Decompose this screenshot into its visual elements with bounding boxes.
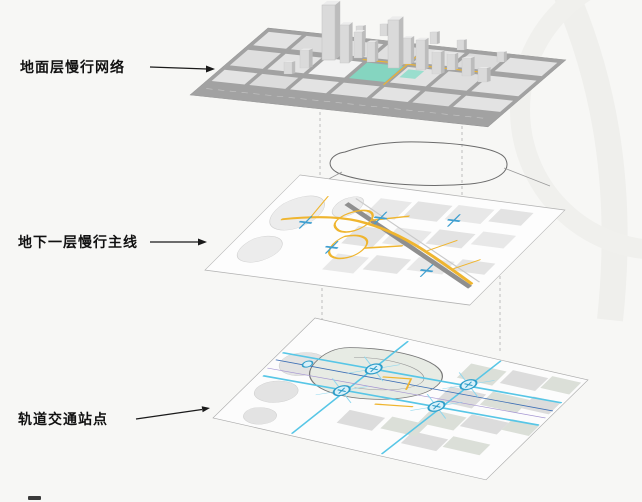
building: [496, 51, 507, 63]
underground-map-surface: [204, 174, 566, 306]
slow-link: [382, 376, 413, 390]
transit-stations-layer-map: [212, 317, 589, 481]
callout-stations-layer-text: 轨道交通站点: [18, 411, 108, 427]
rail-corridor-edge: [355, 198, 481, 283]
arrow-to-ground-layer: [149, 65, 215, 73]
station-slow-links: [374, 376, 414, 408]
city-block: [362, 255, 412, 274]
callout-arrows: [135, 65, 215, 420]
city-block: [363, 198, 412, 220]
city-block: [418, 409, 467, 431]
mainline-branch: [452, 259, 481, 270]
callout-ground-layer-text: 地面层慢行网络: [20, 59, 125, 75]
background-swoosh: [554, 0, 628, 322]
station-marker: [301, 360, 314, 368]
park-block: [399, 69, 425, 79]
station-markers: [301, 360, 478, 412]
city-block: [229, 49, 281, 69]
transit-line-blue: [275, 359, 554, 412]
mainline-branch: [309, 195, 329, 219]
transit-line-purple: [267, 367, 546, 419]
city-block: [336, 409, 386, 431]
sketch-leader-right: [503, 167, 551, 187]
callout-underground-layer-text: 地下一层慢行主线: [18, 234, 138, 250]
underground-layer-map: [204, 174, 566, 306]
background-arc: [510, 0, 642, 259]
building: [366, 40, 379, 63]
underground-slow-mainline: [280, 195, 481, 285]
mainline-spine: [280, 216, 474, 285]
building-second-tower: [387, 16, 404, 69]
underground-node-crosses: [298, 211, 461, 277]
city-block: [412, 91, 462, 107]
boulevard-lane-marking: [205, 88, 489, 120]
callout-ground-layer: 地面层慢行网络: [20, 59, 125, 75]
building: [431, 50, 445, 75]
building: [353, 29, 366, 59]
ground-layer-map: [189, 0, 567, 128]
city-block: [380, 416, 428, 437]
city-block: [470, 231, 517, 249]
city-block: [488, 208, 534, 226]
city-block: [249, 73, 299, 89]
building: [339, 21, 353, 64]
node-cross: [419, 264, 434, 277]
station-marker: [459, 379, 478, 391]
city-block: [402, 201, 453, 222]
city-block: [444, 204, 495, 224]
city-block: [430, 71, 485, 91]
sketch-loop: [329, 141, 508, 186]
building: [446, 52, 459, 71]
city-block: [330, 82, 380, 98]
city-block: [371, 86, 421, 102]
node-cross: [373, 211, 388, 225]
mainline-branch: [363, 245, 404, 249]
mainline-loop: [333, 209, 374, 233]
building: [415, 37, 429, 71]
building: [461, 56, 475, 77]
building-tallest-tower: [321, 0, 341, 61]
station-marker: [364, 363, 383, 375]
slow-link: [374, 403, 414, 408]
station-marker: [427, 400, 446, 412]
mainline-branch: [426, 239, 458, 252]
building: [477, 66, 491, 83]
building: [456, 39, 467, 51]
node-cross: [325, 241, 339, 254]
city-block: [442, 436, 491, 456]
city-block: [211, 69, 258, 85]
transit-line-cyan: [282, 352, 563, 404]
arrow-to-underground-layer: [150, 238, 207, 246]
building: [299, 48, 313, 69]
node-cross: [298, 216, 313, 229]
rail-corridor: [344, 202, 473, 289]
building: [402, 35, 415, 65]
stations-map-surface: [212, 317, 589, 481]
node-cross: [447, 214, 461, 227]
building: [429, 30, 440, 45]
city-block: [459, 414, 509, 435]
background-decor: [510, 0, 642, 322]
callout-stations-layer: 轨道交通站点: [18, 411, 108, 427]
page-edge-mark: [28, 496, 41, 500]
city-block: [453, 95, 514, 112]
city-block: [425, 229, 476, 249]
arrow-to-stations-layer: [135, 406, 210, 420]
callout-underground-layer: 地下一层慢行主线: [18, 234, 138, 250]
mainline-branch: [370, 215, 410, 222]
city-block: [253, 31, 302, 49]
building: [283, 60, 296, 75]
city-block: [400, 431, 449, 452]
transit-line-cyan: [262, 375, 540, 426]
organic-block: [243, 407, 277, 425]
city-block: [540, 376, 582, 395]
city-block: [494, 57, 558, 77]
city-block: [322, 253, 370, 274]
city-block: [499, 370, 549, 392]
organic-block: [236, 235, 283, 263]
organic-block: [254, 380, 299, 403]
city-block: [290, 78, 340, 94]
station-marker: [332, 385, 351, 397]
